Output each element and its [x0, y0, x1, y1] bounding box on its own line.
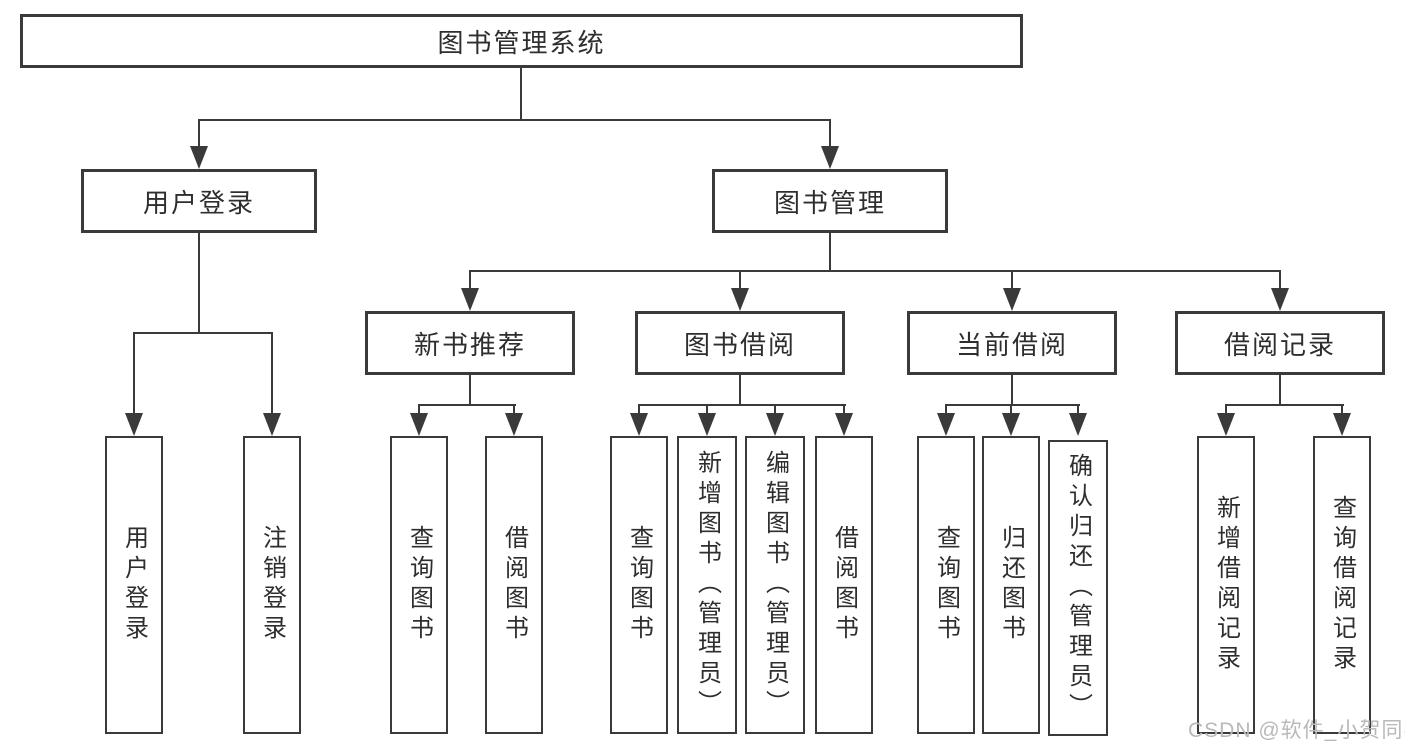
node-query-books-2: 查询图书: [610, 436, 668, 734]
arrow-down-icon: [1333, 413, 1351, 436]
node-user-login: 用户登录: [81, 169, 317, 233]
connector-line: [469, 375, 471, 406]
arrow-down-icon: [1002, 413, 1020, 436]
arrow-down-icon: [1069, 413, 1087, 436]
node-new-book-recommendation: 新书推荐: [365, 311, 575, 375]
connector-line: [829, 119, 831, 149]
connector-line: [198, 119, 831, 121]
connector-line: [1077, 404, 1079, 415]
node-add-book-admin: 新增图书（管理员）: [677, 436, 737, 734]
connector-line: [133, 332, 135, 414]
node-query-borrow-record: 查询借阅记录: [1313, 436, 1371, 734]
connector-line: [706, 404, 708, 415]
connector-line: [1011, 270, 1013, 290]
node-query-books-3: 查询图书: [917, 436, 975, 734]
connector-line: [1279, 375, 1281, 406]
watermark: CSDN @软件_小贺同学: [1188, 719, 1405, 742]
connector-line: [1225, 404, 1227, 415]
node-logout-leaf: 注销登录: [243, 436, 301, 734]
connector-line: [638, 404, 846, 406]
node-return-books: 归还图书: [982, 436, 1040, 734]
connector-line: [1279, 270, 1281, 290]
connector-line: [945, 404, 1080, 406]
connector-line: [520, 68, 522, 120]
arrow-down-icon: [461, 288, 479, 311]
connector-line: [133, 332, 273, 334]
arrow-down-icon: [1217, 413, 1235, 436]
node-confirm-return-admin: 确认归还（管理员）: [1048, 440, 1108, 736]
node-library-management-system: 图书管理系统: [20, 14, 1023, 68]
arrow-down-icon: [1003, 288, 1021, 311]
arrow-down-icon: [125, 413, 143, 436]
arrow-down-icon: [766, 413, 784, 436]
connector-line: [198, 119, 200, 149]
connector-line: [1010, 404, 1012, 415]
arrow-down-icon: [410, 413, 428, 436]
node-query-books-1: 查询图书: [390, 436, 448, 734]
connector-line: [1341, 404, 1343, 415]
connector-line: [1225, 404, 1344, 406]
connector-line: [469, 270, 1281, 272]
connector-line: [271, 332, 273, 414]
arrow-down-icon: [630, 413, 648, 436]
connector-line: [829, 233, 831, 272]
arrow-down-icon: [731, 288, 749, 311]
node-add-borrow-record: 新增借阅记录: [1197, 436, 1255, 734]
node-current-borrowing: 当前借阅: [907, 311, 1117, 375]
connector-line: [638, 404, 640, 415]
connector-line: [843, 404, 845, 415]
node-user-login-leaf: 用户登录: [105, 436, 163, 734]
connector-line: [1011, 375, 1013, 406]
arrow-down-icon: [698, 413, 716, 436]
arrow-down-icon: [821, 146, 839, 169]
connector-line: [739, 270, 741, 290]
connector-line: [945, 404, 947, 415]
arrow-down-icon: [1271, 288, 1289, 311]
connector-line: [774, 404, 776, 415]
arrow-down-icon: [505, 413, 523, 436]
arrow-down-icon: [835, 413, 853, 436]
node-borrowing-records: 借阅记录: [1175, 311, 1385, 375]
arrow-down-icon: [263, 413, 281, 436]
arrow-down-icon: [937, 413, 955, 436]
connector-line: [739, 375, 741, 406]
connector-line: [469, 270, 471, 290]
node-book-management: 图书管理: [712, 169, 948, 233]
node-edit-book-admin: 编辑图书（管理员）: [745, 436, 805, 734]
connector-line: [198, 233, 200, 333]
node-borrow-books-2: 借阅图书: [815, 436, 873, 734]
node-book-borrowing: 图书借阅: [635, 311, 845, 375]
connector-line: [418, 404, 420, 415]
arrow-down-icon: [190, 146, 208, 169]
connector-line: [513, 404, 515, 415]
connector-line: [418, 404, 516, 406]
node-borrow-books-1: 借阅图书: [485, 436, 543, 734]
